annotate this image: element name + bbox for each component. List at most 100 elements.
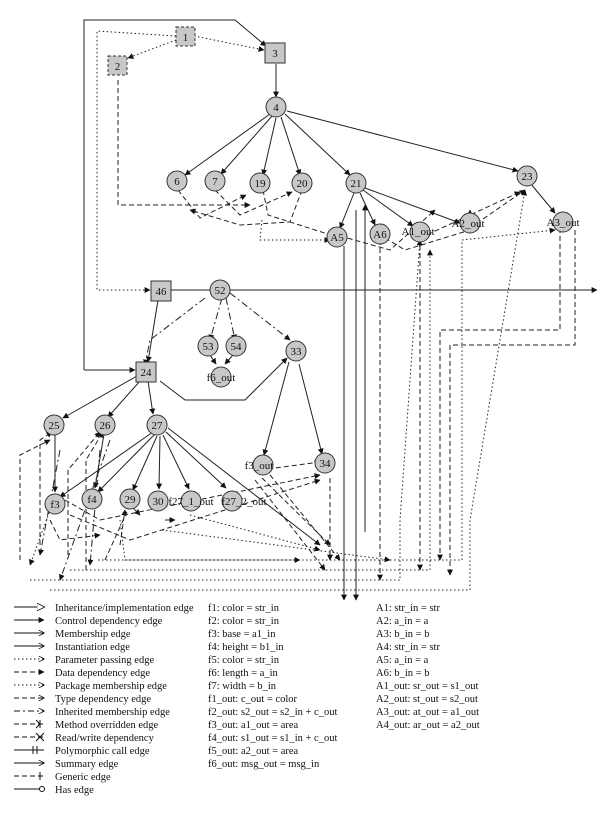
- node-A1-out[interactable]: A1_out: [402, 221, 435, 243]
- function-definition: f3: base = a1_in: [208, 629, 276, 640]
- function-definition: f2_out: s2_out = s2_in + c_out: [208, 707, 337, 718]
- node-3[interactable]: 3: [264, 42, 286, 64]
- node-21[interactable]: 21: [345, 172, 367, 194]
- node-46[interactable]: 46: [150, 280, 172, 302]
- node-label: f3_out: [245, 460, 274, 472]
- node-f4[interactable]: f4: [81, 488, 103, 510]
- node-f27-2-out[interactable]: f27_2_out: [221, 490, 267, 512]
- node-label: A3_out: [547, 217, 580, 229]
- legend-edge-label: Instantiation edge: [55, 642, 130, 653]
- legend-edge-label: Polymorphic call edge: [55, 746, 150, 757]
- node-f3-out[interactable]: f3_out: [245, 454, 274, 476]
- node-label: 20: [297, 178, 309, 190]
- assignment-definition: A3_out: at_out = a1_out: [376, 707, 479, 718]
- parameter-passing-edges: [29, 30, 556, 591]
- function-definition: f3_out: a1_out = area: [208, 720, 299, 731]
- legend-edge-label: Type dependency edge: [55, 694, 151, 705]
- assignment-definition: A1: str_in = str: [376, 603, 440, 614]
- node-label: 3: [272, 48, 278, 60]
- node-4[interactable]: 4: [265, 96, 287, 118]
- assignment-definition: A3: b_in = b: [376, 629, 429, 640]
- legend-edge-symbols: [14, 607, 45, 792]
- node-30[interactable]: 30: [147, 490, 169, 512]
- legend-edge-label: Package membership edge: [55, 681, 167, 692]
- legend-edge-label: Read/write dependency: [55, 733, 155, 744]
- node-label: 24: [141, 367, 153, 379]
- node-label: 25: [49, 420, 61, 432]
- legend-edge-label: Summary edge: [55, 759, 119, 770]
- node-A5[interactable]: A5: [326, 226, 348, 248]
- node-53[interactable]: 53: [197, 335, 219, 357]
- node-52[interactable]: 52: [209, 279, 231, 301]
- node-23[interactable]: 23: [516, 165, 538, 187]
- node-label: 34: [320, 458, 332, 470]
- type-dependency-edges: [38, 292, 291, 581]
- legend-edge-label: Generic edge: [55, 772, 111, 783]
- function-definition: f6_out: msg_out = msg_in: [208, 759, 320, 770]
- node-label: 27: [152, 420, 164, 432]
- node-27[interactable]: 27: [146, 414, 168, 436]
- node-label: f27_1_out: [168, 496, 213, 508]
- node-label: 53: [203, 341, 215, 353]
- node-34[interactable]: 34: [314, 452, 336, 474]
- node-label: A6: [373, 229, 387, 241]
- legend: Inheritance/implementation edge Control …: [14, 603, 480, 796]
- assignment-definition: A1_out: sr_out = s1_out: [376, 681, 479, 692]
- legend-edge-label: Data dependency edge: [55, 668, 150, 679]
- control-edges: [52, 19, 598, 601]
- node-label: A5: [330, 232, 344, 244]
- node-33[interactable]: 33: [285, 340, 307, 362]
- node-label: 6: [174, 176, 180, 188]
- node-label: f3: [50, 499, 60, 511]
- legend-edge-label: Control dependency edge: [55, 616, 163, 627]
- node-24[interactable]: 24: [135, 361, 157, 383]
- node-19[interactable]: 19: [249, 172, 271, 194]
- node-f3[interactable]: f3: [44, 493, 66, 515]
- node-2[interactable]: 2: [107, 55, 128, 76]
- node-7[interactable]: 7: [204, 170, 226, 192]
- node-1[interactable]: 1: [175, 26, 196, 47]
- assignment-definition: A2: a_in = a: [376, 616, 429, 627]
- node-54[interactable]: 54: [225, 335, 247, 357]
- node-label: 2: [115, 61, 121, 73]
- nodes: 1 2 3 4 6 7 19 20 21 23 A5 A6 A1_out A2_…: [43, 26, 580, 515]
- node-26[interactable]: 26: [94, 414, 116, 436]
- node-label: f4: [87, 494, 97, 506]
- edges: [19, 19, 598, 601]
- node-f6-out[interactable]: f6_out: [207, 366, 236, 388]
- legend-edge-label: Method overridden edge: [55, 720, 159, 731]
- node-label: 19: [255, 178, 267, 190]
- node-29[interactable]: 29: [119, 488, 141, 510]
- function-definition: f4: height = b1_in: [208, 642, 284, 653]
- node-label: 23: [522, 171, 534, 183]
- node-label: 30: [153, 496, 165, 508]
- node-label: 21: [351, 178, 362, 190]
- node-f27-1-out[interactable]: f27_1_out: [168, 490, 214, 512]
- function-definition: f1: color = str_in: [208, 603, 280, 614]
- function-definition: f1_out: c_out = color: [208, 694, 298, 705]
- legend-edge-label: Inherited membership edge: [55, 707, 170, 718]
- function-definition: f6: length = a_in: [208, 668, 279, 679]
- node-label: A1_out: [402, 226, 435, 238]
- function-definition: f7: width = b_in: [208, 681, 277, 692]
- node-20[interactable]: 20: [291, 172, 313, 194]
- node-A2-out[interactable]: A2_out: [452, 212, 485, 234]
- function-definition: f2: color = str_in: [208, 616, 280, 627]
- data-dependency-edges: [19, 80, 576, 581]
- node-label: f6_out: [207, 372, 236, 384]
- node-label: 4: [273, 102, 279, 114]
- node-label: 29: [125, 494, 137, 506]
- node-A6[interactable]: A6: [369, 223, 391, 245]
- legend-assignments: A1: str_in = str A2: a_in = a A3: b_in =…: [376, 603, 480, 731]
- legend-function-definitions: f1: color = str_in f2: color = str_in f3…: [208, 603, 337, 770]
- node-6[interactable]: 6: [166, 170, 188, 192]
- node-A3-out[interactable]: A3_out: [547, 211, 580, 233]
- assignment-definition: A4: str_in = str: [376, 642, 440, 653]
- function-definition: f5_out: a2_out = area: [208, 746, 299, 757]
- node-label: 33: [291, 346, 303, 358]
- node-label: 54: [231, 341, 243, 353]
- legend-edge-labels: Inheritance/implementation edge Control …: [55, 603, 194, 796]
- node-25[interactable]: 25: [43, 414, 65, 436]
- assignment-definition: A4_out: ar_out = a2_out: [376, 720, 480, 731]
